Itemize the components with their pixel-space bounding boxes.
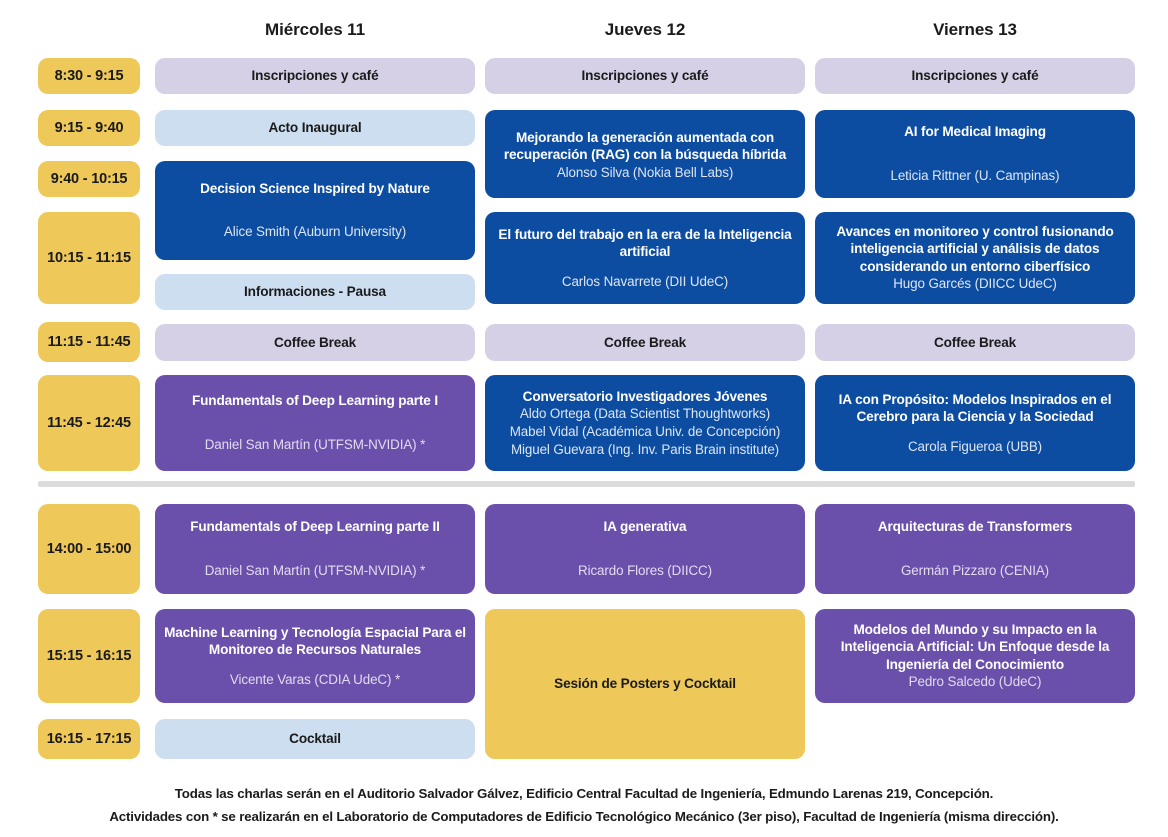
session-speaker: Daniel San Martín (UTFSM-NVIDIA) *	[204, 562, 426, 578]
session-speaker: Alonso Silva (Nokia Bell Labs)	[556, 164, 734, 180]
session-speaker: Alice Smith (Auburn University)	[223, 224, 407, 240]
asterisk-marker: *	[212, 809, 218, 824]
session-card[interactable]: Avances en monitoreo y control fusionand…	[815, 212, 1135, 304]
time-slot-label: 8:30 - 9:15	[54, 68, 124, 84]
day-header-label: Viernes 13	[933, 20, 1017, 39]
time-slot-0940: 9:40 - 10:15	[38, 161, 140, 197]
session-speaker: Leticia Rittner (U. Campinas)	[890, 167, 1060, 183]
session-card[interactable]: Coffee Break	[155, 324, 475, 361]
time-slot-label: 11:15 - 11:45	[47, 334, 131, 350]
session-speaker: Germán Pizzaro (CENIA)	[900, 562, 1050, 578]
day-header-label: Jueves 12	[604, 20, 686, 39]
session-speaker: Hugo Garcés (DIICC UdeC)	[893, 276, 1057, 292]
session-title: El futuro del trabajo en la era de la In…	[498, 226, 792, 260]
day-header-thursday: Jueves 12	[485, 20, 805, 40]
session-card[interactable]: Machine Learning y Tecnología Espacial P…	[155, 609, 475, 703]
session-card[interactable]: Coffee Break	[815, 324, 1135, 361]
session-speaker: Carlos Navarrete (DII UdeC)	[561, 273, 729, 289]
session-card[interactable]: Conversatorio Investigadores Jóvenes Ald…	[485, 375, 805, 471]
footer-note-asterisk: Actividades con * se realizarán en el La…	[0, 809, 1168, 824]
session-title: Inscripciones y café	[251, 68, 379, 84]
footer-note-venue: Todas las charlas serán en el Auditorio …	[0, 786, 1168, 801]
time-slot-label: 16:15 - 17:15	[46, 731, 132, 747]
session-title: Informaciones - Pausa	[244, 284, 386, 300]
session-card[interactable]: Sesión de Posters y Cocktail	[485, 609, 805, 759]
session-card[interactable]: Fundamentals of Deep Learning parte I Da…	[155, 375, 475, 471]
session-card[interactable]: Inscripciones y café	[155, 58, 475, 94]
session-title: AI for Medical Imaging	[904, 124, 1046, 140]
day-header-wednesday: Miércoles 11	[155, 20, 475, 40]
session-title: Fundamentals of Deep Learning parte II	[190, 519, 440, 535]
session-speaker: Carola Figueroa (UBB)	[907, 438, 1043, 454]
session-title: Sesión de Posters y Cocktail	[554, 676, 736, 692]
session-divider	[38, 481, 1135, 487]
time-slot-label: 10:15 - 11:15	[47, 250, 131, 266]
session-speaker: Aldo Ortega (Data Scientist Thoughtworks…	[509, 406, 781, 457]
session-speaker: Ricardo Flores (DIICC)	[578, 562, 712, 578]
time-slot-1400: 14:00 - 15:00	[38, 504, 140, 594]
session-title: Fundamentals of Deep Learning parte I	[192, 393, 438, 409]
session-card[interactable]: IA con Propósito: Modelos Inspirados en …	[815, 375, 1135, 471]
session-card[interactable]: IA generativa Ricardo Flores (DIICC)	[485, 504, 805, 594]
session-speaker: Daniel San Martín (UTFSM-NVIDIA) *	[204, 436, 426, 452]
session-card[interactable]: Informaciones - Pausa	[155, 274, 475, 310]
session-card[interactable]: AI for Medical Imaging Leticia Rittner (…	[815, 110, 1135, 198]
session-card[interactable]: Mejorando la generación aumentada con re…	[485, 110, 805, 198]
session-title: Coffee Break	[933, 334, 1017, 350]
session-title: Conversatorio Investigadores Jóvenes	[522, 388, 768, 404]
time-slot-label: 14:00 - 15:00	[46, 541, 132, 557]
session-title: Avances en monitoreo y control fusionand…	[836, 224, 1114, 274]
session-card[interactable]: Coffee Break	[485, 324, 805, 361]
session-card[interactable]: El futuro del trabajo en la era de la In…	[485, 212, 805, 304]
day-header-label: Miércoles 11	[265, 20, 365, 39]
session-speaker: Pedro Salcedo (UdeC)	[908, 674, 1042, 690]
session-card[interactable]: Inscripciones y café	[815, 58, 1135, 94]
time-slot-0915: 9:15 - 9:40	[38, 110, 140, 146]
session-title: Acto Inaugural	[268, 120, 362, 136]
session-speaker: Vicente Varas (CDIA UdeC) *	[229, 671, 401, 687]
time-slot-1115: 11:15 - 11:45	[38, 322, 140, 362]
time-slot-1615: 16:15 - 17:15	[38, 719, 140, 759]
day-header-friday: Viernes 13	[815, 20, 1135, 40]
session-card[interactable]: Cocktail	[155, 719, 475, 759]
time-slot-0830: 8:30 - 9:15	[38, 58, 140, 94]
session-title: Coffee Break	[603, 334, 687, 350]
session-title: Modelos del Mundo y su Impacto en la Int…	[840, 622, 1110, 672]
time-slot-label: 15:15 - 16:15	[46, 648, 132, 664]
session-card[interactable]: Inscripciones y café	[485, 58, 805, 94]
footer-note-suffix: se realizarán en el Laboratorio de Compu…	[221, 809, 1059, 824]
session-title: Mejorando la generación aumentada con re…	[503, 129, 787, 163]
session-title: Inscripciones y café	[581, 68, 709, 84]
time-slot-1015: 10:15 - 11:15	[38, 212, 140, 304]
session-title: Inscripciones y café	[911, 68, 1039, 84]
footer-note-venue-text: Todas las charlas serán en el Auditorio …	[174, 786, 994, 801]
session-card[interactable]: Arquitecturas de Transformers Germán Piz…	[815, 504, 1135, 594]
session-card[interactable]: Fundamentals of Deep Learning parte II D…	[155, 504, 475, 594]
session-title: Decision Science Inspired by Nature	[200, 180, 430, 196]
session-title: IA con Propósito: Modelos Inspirados en …	[838, 391, 1112, 425]
time-slot-1515: 15:15 - 16:15	[38, 609, 140, 703]
session-card[interactable]: Acto Inaugural	[155, 110, 475, 146]
session-title: Coffee Break	[273, 334, 357, 350]
footer-note-prefix: Actividades con	[109, 809, 210, 824]
session-title: IA generativa	[603, 519, 687, 535]
session-title: Cocktail	[289, 731, 341, 747]
time-slot-label: 9:40 - 10:15	[50, 171, 128, 187]
session-title: Arquitecturas de Transformers	[877, 519, 1073, 535]
session-card[interactable]: Modelos del Mundo y su Impacto en la Int…	[815, 609, 1135, 703]
time-slot-label: 11:45 - 12:45	[47, 415, 131, 431]
session-card[interactable]: Decision Science Inspired by Nature Alic…	[155, 161, 475, 260]
time-slot-label: 9:15 - 9:40	[54, 120, 124, 136]
time-slot-1145: 11:45 - 12:45	[38, 375, 140, 471]
session-title: Machine Learning y Tecnología Espacial P…	[164, 624, 466, 658]
